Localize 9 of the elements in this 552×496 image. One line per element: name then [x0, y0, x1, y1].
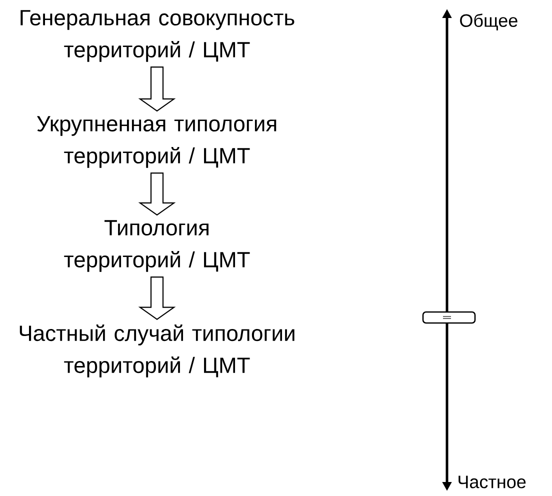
scale-label: Общее — [460, 14, 518, 30]
hollow-arrow — [138, 276, 176, 320]
level-label: Укрупненная типология территорий / ЦМТ — [36, 116, 276, 168]
hollow-arrow — [138, 172, 176, 216]
level-label: Частный случай типологии территорий / ЦМТ — [20, 324, 294, 378]
level-label: Генеральная совокупность территорий / ЦМТ — [20, 10, 294, 62]
level-label: Типология территорий / ЦМТ — [64, 220, 250, 272]
scale-label: Частное — [458, 476, 526, 488]
hollow-arrow — [138, 66, 176, 112]
